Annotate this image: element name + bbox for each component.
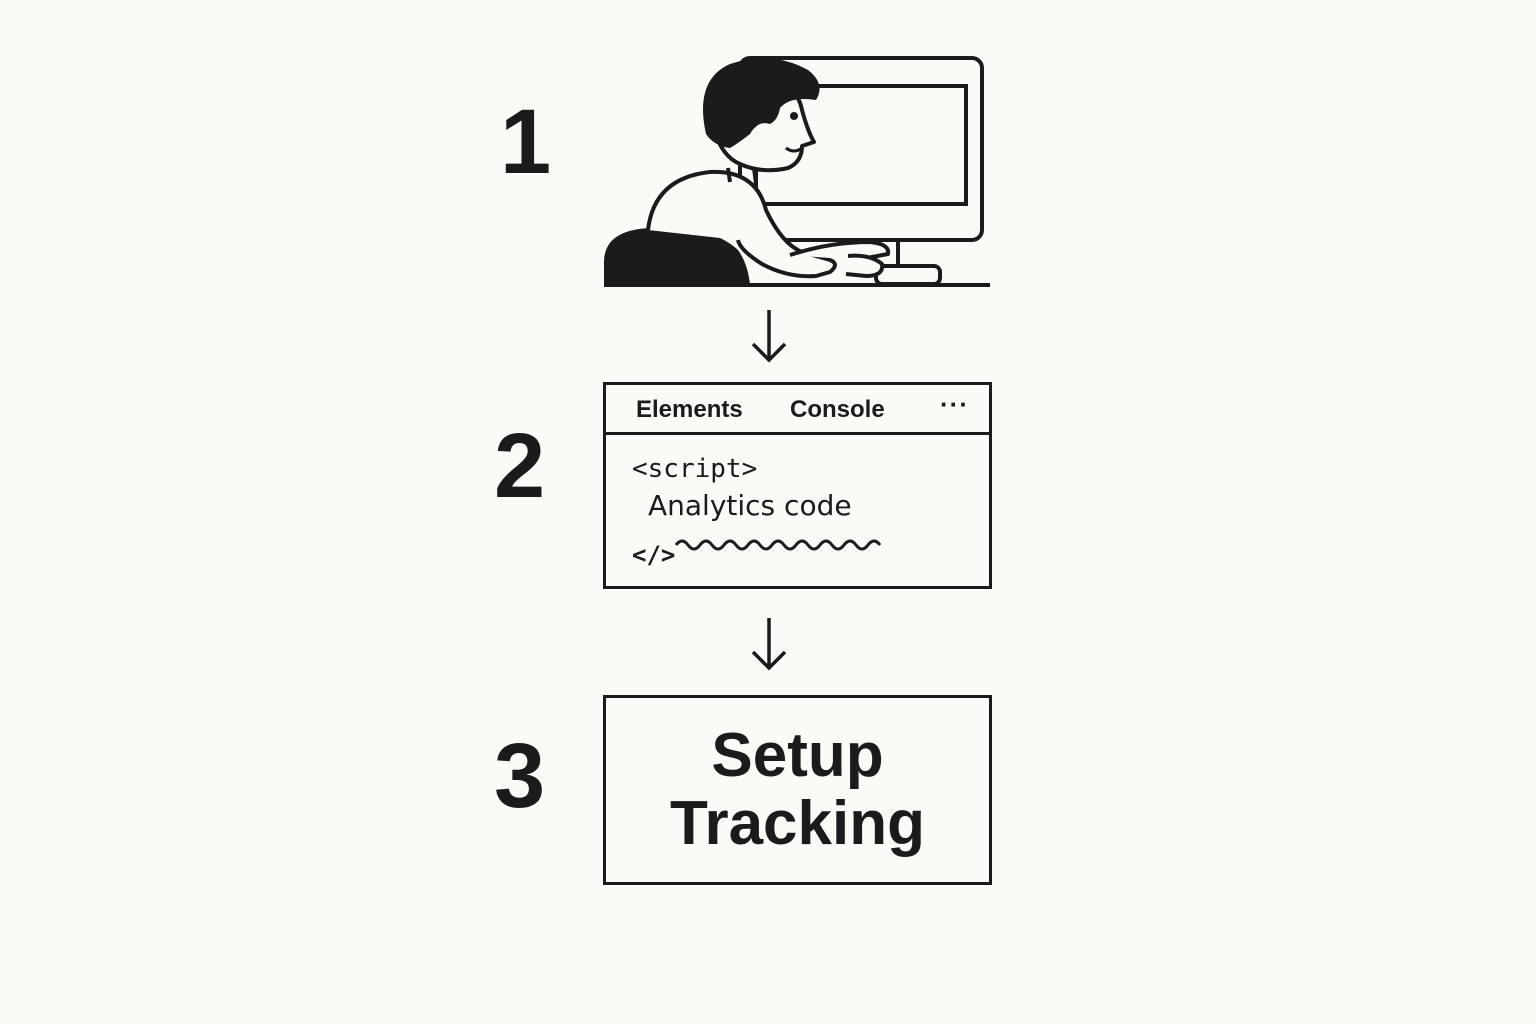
more-options-icon[interactable]: ··· xyxy=(940,389,969,419)
arrow-down-icon xyxy=(751,618,787,671)
step-number-2: 2 xyxy=(494,415,546,517)
tab-console[interactable]: Console xyxy=(790,396,885,423)
arrow-down-icon xyxy=(751,310,787,363)
step-number-1: 1 xyxy=(500,91,552,193)
person-at-computer-icon xyxy=(604,56,990,287)
hand xyxy=(845,253,885,278)
step-number-3: 3 xyxy=(494,725,546,827)
code-open-tag: <script> xyxy=(632,454,758,484)
keyboard xyxy=(874,264,942,286)
devtools-tab-bar: Elements Console ··· xyxy=(606,385,989,435)
person-eye xyxy=(790,112,798,120)
person-hair xyxy=(703,58,820,149)
devtools-panel: Elements Console ··· <script> Analytics … xyxy=(603,382,992,589)
tab-elements[interactable]: Elements xyxy=(636,396,743,423)
chair-back xyxy=(604,227,750,285)
code-close-tag: </> xyxy=(632,541,676,569)
squiggle-line-icon xyxy=(674,539,882,551)
setup-tracking-box: Setup Tracking xyxy=(603,695,992,885)
setup-tracking-line1: Setup xyxy=(711,721,884,790)
code-body: Analytics code xyxy=(648,489,852,522)
setup-tracking-line2: Tracking xyxy=(670,789,925,858)
person-smile xyxy=(785,146,803,153)
